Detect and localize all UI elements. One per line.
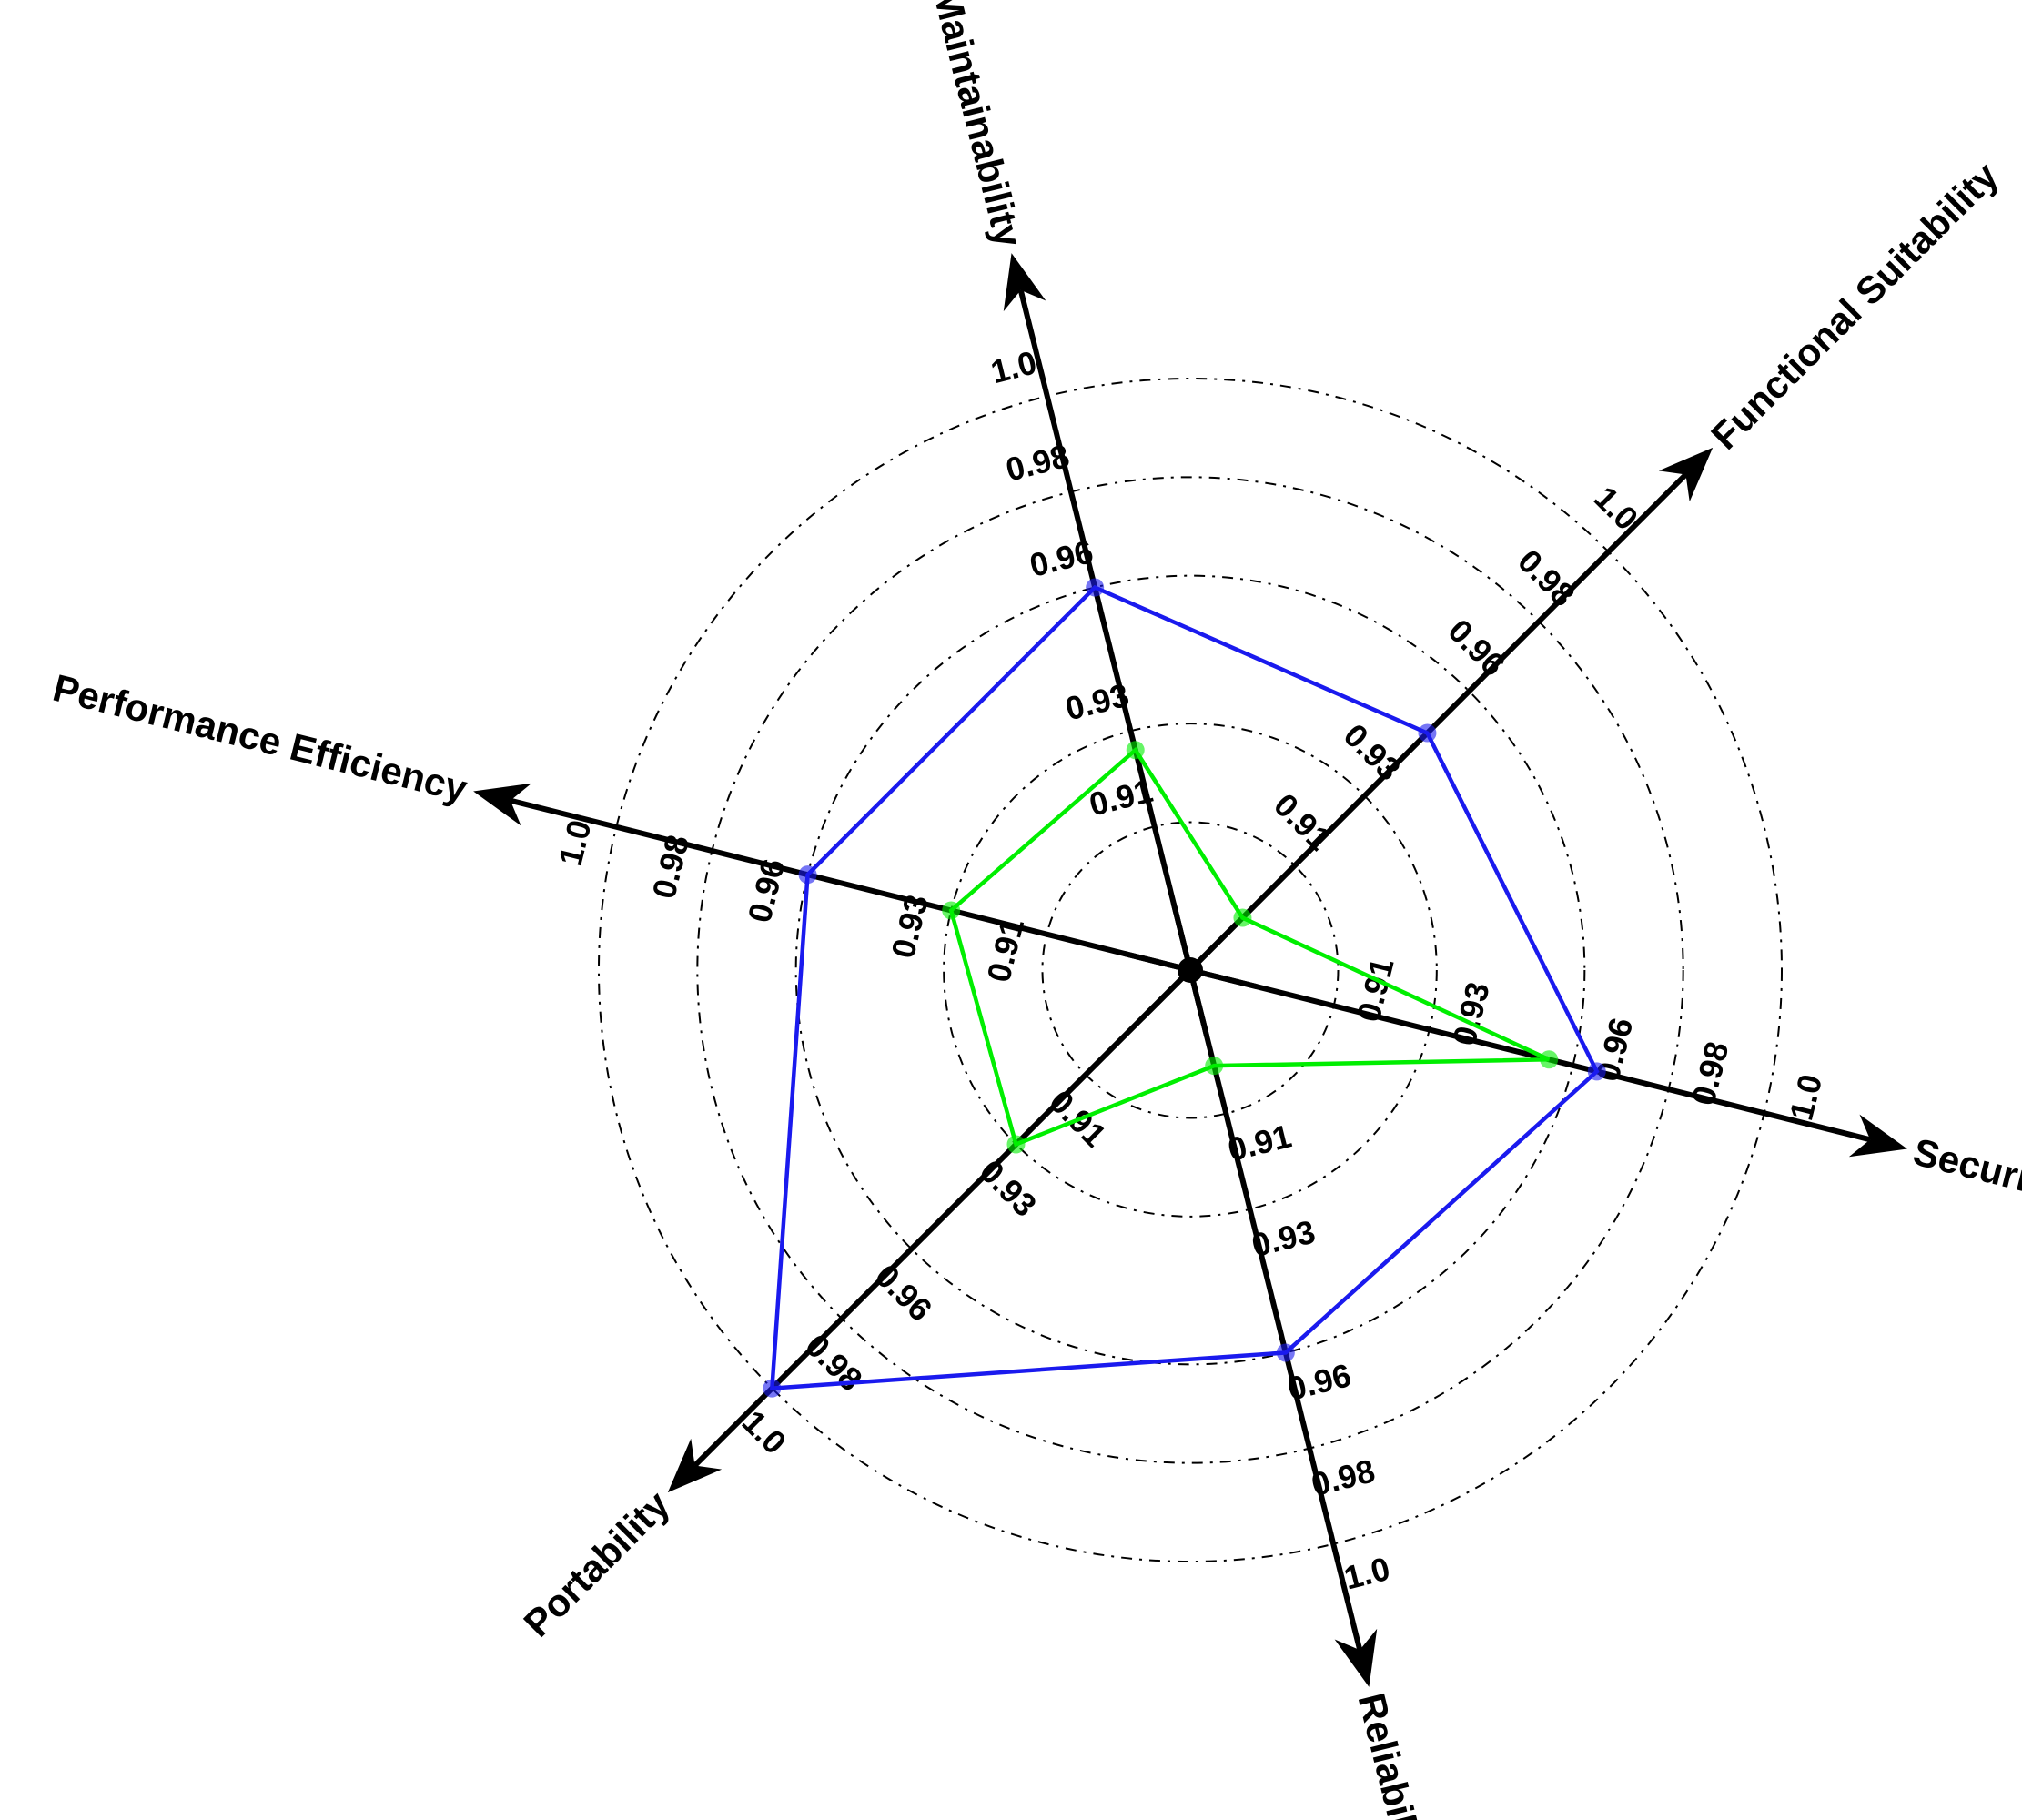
axis-performance-efficiency: [473, 783, 1258, 990]
tick-label-security-3: 0.98: [1684, 1038, 1736, 1109]
tick-label-portability-4: 1.0: [735, 1403, 794, 1461]
tick-label-maintainability-0: 0.91: [1086, 772, 1157, 824]
grid-ring-0-91: [1041, 821, 1340, 1119]
tick-label-maintainability-4: 1.0: [987, 343, 1040, 390]
axis-label-performance-efficiency: Performance Efficiency: [49, 666, 472, 811]
grid-ring-1: [598, 378, 1783, 1562]
axis-label-functional-suitability: Functional Suitability: [1703, 154, 2007, 458]
tick-label-performance-efficiency-2: 0.96: [741, 855, 793, 926]
series-1-point-functional-suitability: [1233, 908, 1252, 927]
tick-label-portability-2: 0.96: [868, 1257, 940, 1329]
series-1-point-reliability: [1205, 1057, 1224, 1076]
tick-label-maintainability-3: 0.98: [1002, 437, 1073, 489]
tick-label-functional-suitability-4: 1.0: [1587, 479, 1645, 537]
axis-label-reliability: Reliability: [1350, 1689, 1436, 1820]
grid-ring-0-96: [794, 574, 1586, 1366]
axis-label-portability: Portability: [515, 1482, 678, 1645]
tick-label-performance-efficiency-3: 0.98: [644, 831, 696, 902]
tick-label-functional-suitability-2: 0.96: [1441, 612, 1513, 683]
series-0-point-portability: [763, 1379, 782, 1398]
grid-rings: [598, 378, 1783, 1562]
tick-label-security-0: 0.91: [1350, 955, 1401, 1026]
tick-label-functional-suitability-1: 0.93: [1337, 716, 1409, 788]
axis-label-maintainability: Maintainability: [925, 0, 1030, 252]
tick-label-reliability-2: 0.96: [1284, 1356, 1355, 1408]
tick-label-maintainability-1: 0.93: [1062, 676, 1133, 728]
series-layer: [763, 578, 1606, 1398]
series-1-point-security: [1540, 1050, 1559, 1069]
tick-label-functional-suitability-3: 0.98: [1511, 542, 1582, 614]
tick-label-performance-efficiency-4: 1.0: [551, 816, 599, 869]
grid-ring-0-93: [943, 723, 1438, 1218]
tick-label-reliability-3: 0.98: [1308, 1451, 1379, 1503]
tick-label-performance-efficiency-0: 0.91: [979, 915, 1031, 986]
axis-portability: [667, 919, 1241, 1493]
tick-label-maintainability-2: 0.96: [1026, 532, 1097, 584]
tick-label-performance-efficiency-1: 0.93: [884, 891, 935, 962]
tick-label-reliability-1: 0.93: [1248, 1212, 1319, 1264]
tick-label-portability-1: 0.93: [973, 1152, 1045, 1224]
tick-label-reliability-4: 1.0: [1340, 1550, 1393, 1597]
series-1-point-portability: [1006, 1135, 1026, 1154]
series-1-point-performance-efficiency: [942, 901, 961, 920]
tick-label-reliability-0: 0.91: [1224, 1117, 1295, 1168]
series-0-point-maintainability: [1086, 578, 1105, 597]
series-line-1: [948, 746, 1551, 1148]
series-0-point-reliability: [1276, 1343, 1295, 1362]
center-dot: [1178, 957, 1203, 983]
tick-label-security-4: 1.0: [1782, 1071, 1829, 1124]
series-0-point-performance-efficiency: [798, 865, 817, 885]
axes: [473, 253, 1907, 1687]
series-0-point-security: [1587, 1062, 1606, 1081]
grid-ring-0-98: [696, 476, 1684, 1464]
axis-reliability: [1170, 903, 1378, 1687]
axis-label-security: Security: [1909, 1130, 2022, 1208]
tick-label-functional-suitability-0: 0.91: [1267, 786, 1339, 858]
series-1-point-maintainability: [1126, 741, 1145, 760]
series-0-point-functional-suitability: [1418, 723, 1437, 743]
